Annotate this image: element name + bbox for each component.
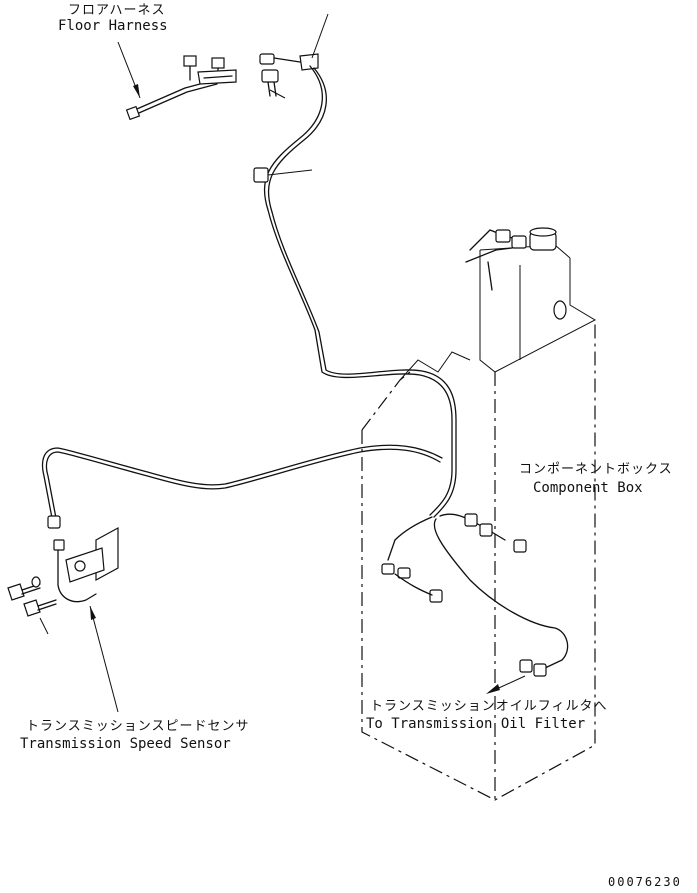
top-connector-group xyxy=(259,13,329,99)
speed-sensor-label-en: Transmission Speed Sensor xyxy=(20,736,231,752)
component-box-label-jp: コンポーネントボックス xyxy=(519,462,673,477)
speed-sensor-label-jp: トランスミッションスピードセンサ xyxy=(26,719,249,734)
component-box-label: コンポーネントボックス Component Box xyxy=(519,462,673,496)
oil-filter-label: トランスミッションオイルフィルタへ To Transmission Oil Fi… xyxy=(366,699,607,732)
speed-sensor xyxy=(7,526,119,635)
floor-harness-label-en: Floor Harness xyxy=(58,18,168,34)
speed-sensor-leader xyxy=(89,605,119,713)
oil-filter-label-en: To Transmission Oil Filter xyxy=(366,716,585,732)
oil-filter-label-jp: トランスミッションオイルフィルタへ xyxy=(370,699,607,714)
speed-sensor-harness xyxy=(41,444,443,529)
speed-sensor-label: トランスミッションスピードセンサ Transmission Speed Sens… xyxy=(20,719,249,752)
floor-harness-connectors xyxy=(125,55,237,121)
floor-harness-leader xyxy=(117,41,141,99)
component-branches xyxy=(381,513,569,677)
harness-clip xyxy=(253,167,313,183)
drawing-code: 00076230 xyxy=(608,875,682,889)
oil-filter-arrow xyxy=(486,675,526,694)
floor-harness-label-jp: フロアハーネス xyxy=(68,3,165,18)
main-harness xyxy=(263,65,457,518)
bolt-upper xyxy=(7,576,41,601)
bolt-lower xyxy=(23,599,57,635)
component-box-label-en: Component Box xyxy=(533,480,643,496)
component-box xyxy=(361,227,597,801)
floor-harness-label: フロアハーネス Floor Harness xyxy=(58,3,168,34)
